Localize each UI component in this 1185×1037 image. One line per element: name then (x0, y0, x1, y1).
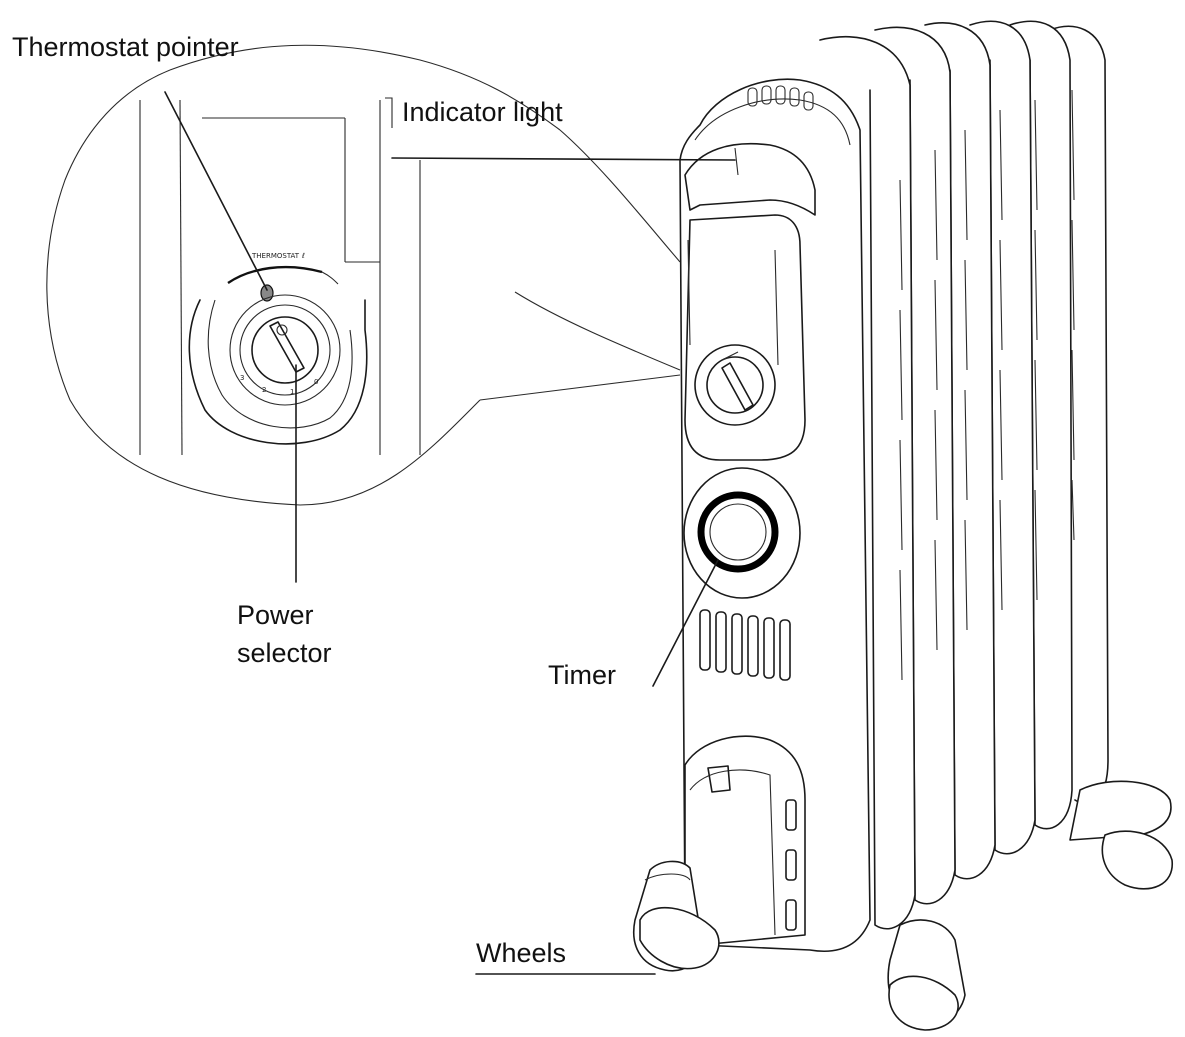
detail-zoom-circle: THERMOSTAT ℓ 3 2 1 0 (46, 44, 681, 506)
leader-lines (164, 91, 736, 975)
label-timer: Timer (548, 660, 616, 690)
label-power-selector-line2: selector (237, 638, 332, 668)
callout-labels: Thermostat pointer Indicator light Power… (12, 32, 616, 968)
power-scale-2: 2 (262, 386, 266, 394)
power-scale-3: 3 (240, 374, 244, 382)
thermostat-knob (694, 344, 776, 426)
radiator-body (679, 20, 1109, 952)
timer-dial (683, 467, 801, 599)
wheels-group (633, 780, 1173, 1031)
label-indicator-light: Indicator light (402, 97, 563, 127)
thermostat-scale-text: THERMOSTAT (251, 252, 300, 260)
power-scale-0: 0 (314, 378, 318, 386)
label-thermostat-pointer: Thermostat pointer (12, 32, 239, 62)
label-power-selector-line1: Power (237, 600, 314, 630)
svg-text:ℓ: ℓ (301, 252, 305, 260)
power-scale-1: 1 (290, 388, 294, 396)
label-wheels: Wheels (476, 938, 566, 968)
